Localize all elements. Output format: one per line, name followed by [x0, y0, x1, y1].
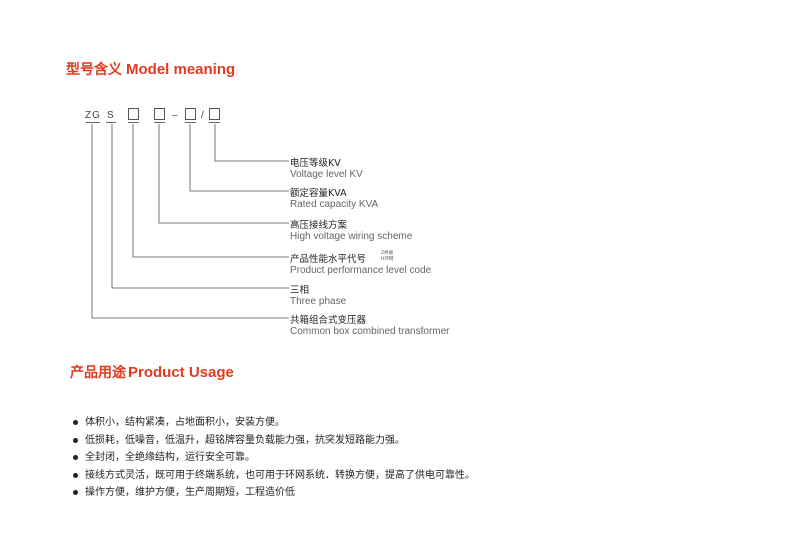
usage-item: 体积小，结构紧凑，占地面积小，安装方便。	[72, 414, 475, 432]
model-meaning-title-en: Model meaning	[126, 61, 236, 78]
usage-item-text: 操作方便，维护方便，生产周期短，工程造价低	[85, 487, 295, 499]
code-dash: –	[172, 110, 179, 121]
label-performance-cn: 产品性能水平代号	[290, 254, 367, 265]
code-underline-capacity	[185, 122, 196, 123]
usage-item: 全封闭，全绝缘结构，运行安全可靠。	[72, 449, 475, 467]
usage-item: 低损耗，低噪音，低温升，超铭牌容量负载能力强，抗突发短路能力强。	[72, 432, 475, 450]
bullet-dot	[73, 455, 78, 461]
label-three-phase-cn: 三相	[290, 285, 310, 296]
code-underline-wiring	[154, 122, 165, 123]
code-box-wiring	[154, 108, 165, 120]
label-wiring-cn: 高压接线方案	[290, 220, 348, 231]
code-seg-s: S	[107, 110, 115, 121]
label-combined-cn: 共箱组合式变压器	[290, 315, 367, 326]
label-voltage-cn: 电压等级KV	[290, 158, 341, 169]
bullet-dot	[73, 420, 78, 425]
label-performance-en: Product performance level code	[290, 265, 432, 276]
label-capacity: 额定容量KVA Rated capacity KVA	[290, 188, 378, 211]
usage-list: 体积小，结构紧凑，占地面积小，安装方便。 低损耗，低噪音，低温升，超铭牌容量负载…	[72, 414, 475, 502]
label-capacity-cn: 额定容量KVA	[290, 188, 347, 199]
label-capacity-en: Rated capacity KVA	[290, 199, 379, 210]
usage-item-text: 体积小，结构紧凑，占地面积小，安装方便。	[85, 417, 285, 428]
usage-item: 操作方便，维护方便，生产周期短，工程造价低	[72, 484, 475, 502]
code-slash: /	[201, 110, 205, 121]
mark-terminal: Z终端	[381, 251, 394, 256]
bullet-dot	[73, 472, 78, 478]
bullet-dot	[73, 437, 78, 443]
usage-item-text: 低损耗，低噪音，低温升，超铭牌容量负载能力强，抗突发短路能力强。	[85, 434, 405, 446]
label-voltage-en: Voltage level KV	[290, 169, 363, 180]
label-wiring: 高压接线方案 High voltage wiring scheme	[290, 220, 412, 243]
leader-combined	[91, 124, 289, 319]
label-combined-en: Common box combined transformer	[290, 326, 450, 337]
code-underline-zg	[86, 122, 100, 123]
model-meaning-title-cn: 型号含义	[66, 62, 122, 78]
code-underline-performance	[128, 122, 139, 123]
label-three-phase: 三相 Three phase	[290, 285, 346, 308]
label-performance: 产品性能水平代号 Product performance level code	[290, 254, 431, 277]
product-usage-title-cn: 产品用途	[70, 365, 126, 381]
usage-item-text: 全封闭，全绝缘结构，运行安全可靠。	[85, 452, 255, 464]
product-usage-title-en: Product Usage	[128, 364, 234, 381]
code-underline-s	[106, 122, 116, 123]
bullet-dot	[73, 490, 78, 496]
label-three-phase-en: Three phase	[290, 296, 347, 307]
label-wiring-en: High voltage wiring scheme	[290, 231, 413, 242]
label-voltage: 电压等级KV Voltage level KV	[290, 158, 363, 181]
leader-three-phase	[111, 124, 289, 289]
mark-ring: H环网	[381, 257, 394, 262]
code-box-voltage	[209, 108, 220, 120]
usage-item: 接线方式灵活，既可用于终端系统，也可用于环网系统．转换方便，提高了供电可靠性。	[72, 467, 475, 485]
leader-voltage	[214, 124, 289, 162]
model-code: ZG S – /	[84, 107, 284, 123]
leader-wiring	[158, 124, 289, 224]
code-underline-voltage	[209, 122, 220, 123]
usage-item-text: 接线方式灵活，既可用于终端系统，也可用于环网系统．转换方便，提高了供电可靠性。	[85, 469, 475, 481]
code-box-performance	[128, 108, 139, 120]
code-box-capacity	[185, 108, 196, 120]
code-seg-zg: ZG	[85, 110, 101, 121]
leader-capacity	[189, 124, 289, 192]
label-combined: 共箱组合式变压器 Common box combined transformer	[290, 315, 450, 338]
leader-performance	[132, 124, 289, 258]
